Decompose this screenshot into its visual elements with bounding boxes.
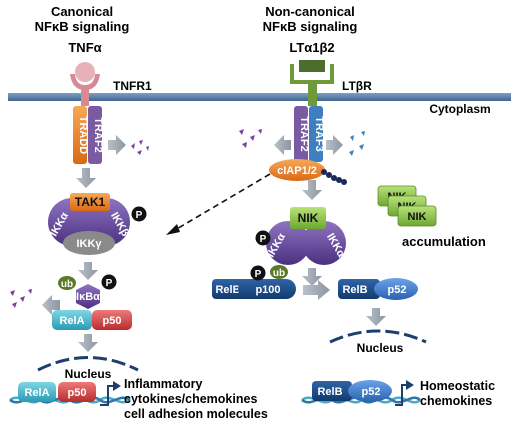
svg-text:ub: ub (61, 279, 73, 290)
ikka-right-2 (302, 221, 346, 265)
svg-text:p100: p100 (255, 284, 280, 296)
p50-nucleus (58, 382, 96, 402)
degradation-arrow-ikba (42, 295, 60, 315)
ubiquitin-p100 (270, 265, 288, 279)
svg-text:RelB: RelB (342, 284, 367, 296)
ciap-label: cIAP1/2 (277, 165, 317, 177)
noncanonical-header-line1: Non-canonical (265, 4, 355, 19)
tnfa-label: TNFα (68, 40, 101, 55)
canonical-output-line2: cytokines/chemokines (124, 392, 257, 406)
svg-text:p52: p52 (388, 284, 407, 296)
svg-text:ub: ub (273, 268, 285, 279)
degradation-fragments-traf3 (349, 131, 365, 156)
svg-text:RelA: RelA (24, 387, 49, 399)
tak1-label: TAK1 (75, 195, 106, 209)
svg-text:P: P (260, 234, 267, 245)
nik-protein (290, 207, 326, 229)
tradd-protein: TRADD (73, 106, 89, 164)
canonical-output-line1: Inflammatory (124, 377, 203, 391)
svg-text:TRAF2: TRAF2 (92, 117, 104, 152)
noncanonical-output-line1: Homeostatic (420, 379, 495, 393)
ubiquitin-chain (321, 169, 347, 185)
p50-cytoplasm (92, 310, 132, 330)
arrow-nfkb-to-nucleus-right (366, 308, 386, 326)
svg-text:NIK: NIK (408, 211, 427, 223)
arrow-ikk-to-ikba (78, 262, 98, 280)
svg-text:IKKγ: IKKγ (76, 238, 102, 250)
arrow-ciap-to-nik (302, 180, 322, 200)
ltbr-receptor (290, 60, 334, 106)
ikka-right-1 (266, 221, 310, 265)
rela-nucleus (18, 382, 56, 402)
tnfr1-receptor (70, 62, 100, 106)
arrow-nfkb-to-nucleus-left (78, 334, 98, 352)
p52-protein (374, 278, 418, 300)
relb-p52-relb (338, 279, 380, 299)
traf3-protein: TRAF3 (309, 106, 325, 162)
nuclear-membrane-right (329, 329, 427, 344)
cell-membrane (8, 93, 511, 101)
phospho-ikba (101, 274, 117, 290)
svg-text:TRAF2: TRAF2 (298, 116, 310, 151)
traf2-left-protein: TRAF2 (88, 106, 104, 164)
relb-nucleus (312, 381, 352, 401)
noncanonical-header-line2: NFκB signaling (263, 19, 358, 34)
phospho-ikka-right (255, 230, 271, 246)
degradation-fragments-traf2 (239, 129, 262, 148)
ikkg-subunit (63, 231, 115, 255)
p52-nucleus (348, 380, 392, 402)
svg-text:P: P (255, 269, 262, 280)
ikk-complex: IKKα IKKβ IKKγ (48, 198, 131, 255)
nik-label: NIK (298, 211, 319, 225)
nucleus-label-right: Nucleus (357, 341, 404, 355)
arrow-p100-processing (303, 280, 330, 300)
svg-text:TRADD: TRADD (77, 116, 89, 155)
ubiquitin-ikba (58, 276, 76, 290)
dashed-arrow-ciap-to-ikk (174, 173, 271, 231)
svg-text:TRAF3: TRAF3 (313, 116, 325, 151)
noncanonical-output-line2: chemokines (420, 394, 492, 408)
rela-cytoplasm (52, 310, 92, 330)
traf2-right-protein: TRAF2 (294, 106, 310, 162)
nik-accumulation-caption: accumulation (402, 234, 486, 249)
ltbr-label: LTβR (342, 79, 372, 93)
phospho-ikk (131, 206, 147, 222)
ikba-label: IκBα (76, 291, 100, 303)
p100-protein (238, 279, 296, 299)
svg-text:p52: p52 (362, 386, 381, 398)
dashed-arrow-head (166, 224, 180, 235)
tak1-protein (70, 193, 110, 211)
lta1b2-label: LTα1β2 (289, 40, 334, 55)
arrow-nik-to-p100 (302, 268, 322, 286)
nuclear-membrane-left (37, 356, 139, 372)
canonical-output-line3: cell adhesion molecules (124, 407, 268, 421)
nucleus-label-left: Nucleus (65, 367, 112, 381)
degradation-arrow-left (108, 135, 126, 155)
canonical-header-line1: Canonical (51, 4, 113, 19)
svg-text:p50: p50 (68, 387, 87, 399)
phospho-p100 (250, 265, 266, 281)
degradation-arrow-traf3 (326, 135, 343, 155)
ciap-protein (269, 159, 325, 181)
svg-text:P: P (136, 210, 143, 221)
degradation-fragments-left (131, 140, 149, 155)
svg-text:RelA: RelA (59, 315, 84, 327)
tnfr1-label: TNFR1 (113, 79, 152, 93)
canonical-header-line2: NFκB signaling (35, 19, 130, 34)
degradation-arrow-traf2 (274, 135, 291, 155)
svg-text:p50: p50 (103, 315, 122, 327)
svg-text:P: P (106, 278, 113, 289)
cytoplasm-label: Cytoplasm (429, 102, 490, 116)
arrow-traf-to-tak1 (76, 168, 96, 188)
ikba-protein (76, 284, 100, 309)
nik-ikk-complex: IKKα IKKα (265, 221, 347, 265)
svg-text:RelB: RelB (317, 386, 342, 398)
nik-accumulation-stack: NIK NIK NIK (377, 185, 437, 227)
svg-text:RelB: RelB (215, 284, 240, 296)
degradation-fragments-ikba (10, 289, 32, 308)
